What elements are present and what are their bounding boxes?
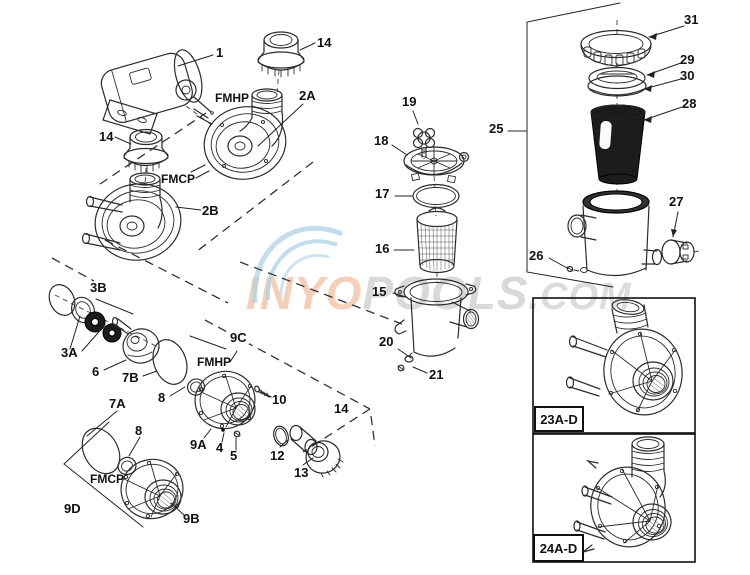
arrow-leaders — [643, 25, 685, 238]
union-12-13-drawing — [273, 424, 344, 478]
part-label-29: 29 — [680, 52, 695, 67]
part-label-27: 27 — [669, 194, 684, 209]
union-nut-14-left-drawing — [123, 128, 169, 173]
part-label-fmcp-lower: FMCP — [90, 472, 124, 486]
union-nut-14-top-drawing — [257, 31, 305, 78]
part-label-10: 10 — [272, 392, 287, 407]
part-label-7b: 7B — [122, 370, 139, 385]
part-label-7a: 7A — [109, 396, 126, 411]
detail-box-label-24ad: 24A-D — [533, 534, 584, 562]
part-label-9a: 9A — [190, 437, 207, 452]
detail-box-24 — [532, 433, 696, 563]
basket-16-drawing — [416, 207, 458, 274]
part-label-2a: 2A — [299, 88, 316, 103]
strainer-pot-15-drawing — [394, 278, 480, 363]
part-label-19: 19 — [402, 94, 417, 109]
watermark-text-com: .COM — [528, 276, 632, 318]
motor-drawing — [100, 49, 214, 135]
part-label-fmhp-top: FMHP — [215, 91, 249, 105]
seal-ring-8-upper-drawing — [186, 378, 206, 396]
drain-plug-21-drawing — [397, 364, 405, 372]
part-label-25: 25 — [489, 121, 504, 136]
part-label-13: 13 — [294, 465, 309, 480]
hardware-screws-drawing — [221, 385, 272, 438]
wet-end-2b-drawing — [81, 172, 182, 261]
part-label-fmcp-top: FMCP — [161, 172, 195, 186]
pot-25-drawing — [567, 190, 663, 277]
part-label-9b: 9B — [183, 511, 200, 526]
drain-plug-26-drawing — [566, 265, 580, 273]
gasket-7a-drawing — [81, 427, 121, 475]
part-label-3a: 3A — [61, 345, 78, 360]
lid-ring-31-drawing — [580, 29, 652, 67]
wet-end-23-drawing — [565, 299, 683, 416]
detail-box-23 — [532, 297, 696, 434]
part-label-26: 26 — [529, 248, 544, 263]
part-label-14-left: 14 — [99, 129, 114, 144]
lid-18-drawing — [403, 146, 470, 184]
part-label-9d: 9D — [64, 501, 81, 516]
part-label-3b: 3B — [90, 280, 107, 295]
knob-19-drawing — [412, 127, 436, 158]
bracket-25 — [526, 2, 621, 288]
part-label-14-top: 14 — [317, 35, 332, 50]
fitting-27-drawing — [661, 239, 695, 265]
part-label-15: 15 — [372, 284, 387, 299]
lid-29-30-drawing — [587, 66, 647, 97]
part-label-28: 28 — [682, 96, 697, 111]
watermark-swoosh-icon — [252, 225, 343, 304]
faceplate-9b-drawing — [120, 458, 184, 520]
impeller-drawing — [111, 316, 160, 364]
wet-end-24-drawing — [573, 436, 672, 553]
part-label-5: 5 — [230, 448, 238, 463]
wet-end-2a-drawing — [190, 88, 287, 180]
part-label-14-bottom: 14 — [332, 401, 351, 416]
part-label-8-upper: 8 — [158, 390, 166, 405]
part-label-fmhp-lower: FMHP — [197, 355, 231, 369]
part-label-21: 21 — [429, 367, 444, 382]
part-label-18: 18 — [374, 133, 389, 148]
shaft-seal-drawing — [48, 284, 122, 343]
part-label-12: 12 — [270, 448, 285, 463]
part-label-1: 1 — [216, 45, 224, 60]
leader-lines — [63, 42, 568, 528]
watermark-text-inyo: INYO — [246, 267, 363, 319]
watermark-text-pools: POOLS — [362, 267, 529, 319]
part-label-30: 30 — [680, 68, 695, 83]
part-label-8-lower: 8 — [135, 423, 143, 438]
part-label-31: 31 — [684, 12, 699, 27]
part-label-16: 16 — [375, 241, 390, 256]
part-label-2b: 2B — [202, 203, 219, 218]
detail-box-label-23ad: 23A-D — [534, 406, 584, 432]
part-label-9c: 9C — [228, 330, 249, 345]
watermark: INYOPOOLS.COM — [246, 266, 632, 320]
part-label-20: 20 — [379, 334, 394, 349]
faceplate-9a-drawing — [194, 370, 256, 430]
gasket-7b-drawing — [152, 339, 188, 385]
part-label-17: 17 — [375, 186, 390, 201]
part-label-6: 6 — [92, 364, 100, 379]
part-label-4: 4 — [216, 440, 224, 455]
basket-28-drawing — [590, 104, 646, 185]
